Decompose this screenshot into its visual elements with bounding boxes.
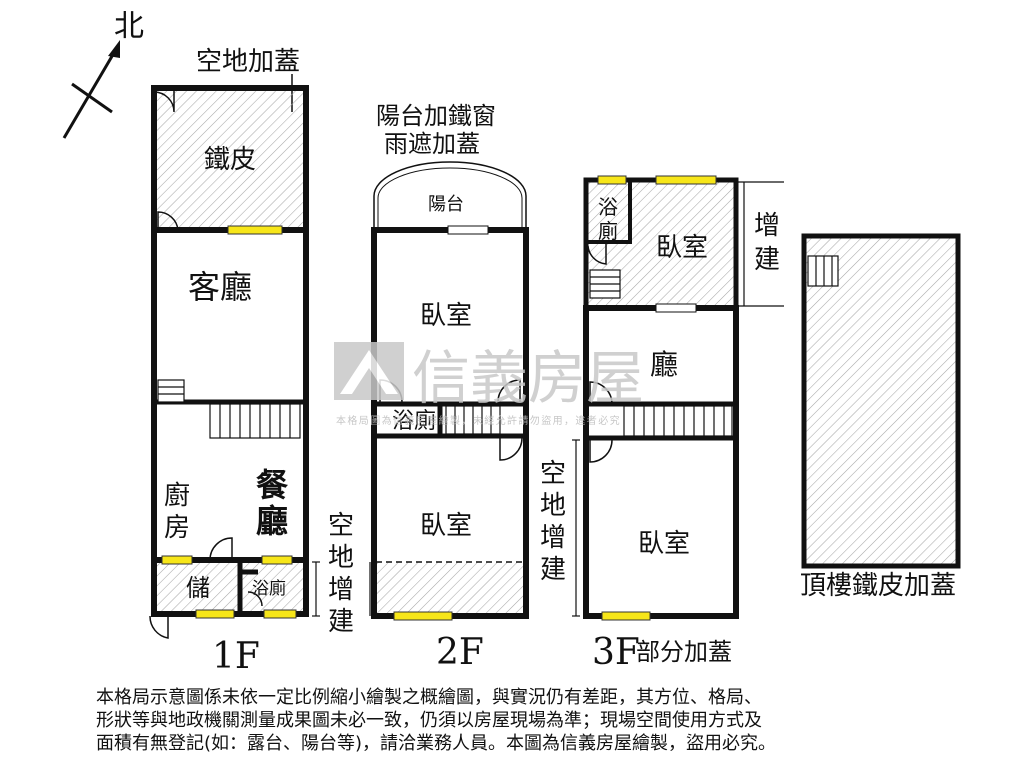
door	[149, 90, 263, 639]
window	[161, 225, 297, 619]
label-balcony-iron-window: 陽台加鐵窗	[376, 102, 496, 130]
north-arrow-head	[108, 40, 120, 58]
label-side-extension: 建	[540, 555, 566, 585]
floor-2f: 陽台加鐵窗 雨遮加蓋 陽台 臥室 浴廁 臥室 2F	[371, 102, 529, 673]
label-side-extension: 空	[328, 511, 354, 541]
room-label-kitchen: 房	[164, 513, 190, 543]
stairs	[807, 255, 839, 287]
label-side-extension: 增	[540, 523, 566, 553]
floor-label-2f: 2F	[436, 632, 484, 673]
room-label-living-room: 客廳	[188, 268, 252, 306]
room-label-bedroom: 臥室	[638, 529, 690, 559]
label-side-extension: 地	[328, 543, 354, 573]
brand-logo-icon	[334, 342, 404, 400]
floor-label-1f: 1F	[212, 636, 260, 677]
balcony-outline	[373, 161, 527, 230]
compass-north-label: 北	[114, 9, 144, 44]
north-arrow-line	[62, 45, 120, 139]
label-awning-addition: 雨遮加蓋	[384, 130, 480, 158]
balcony-inner	[377, 167, 523, 230]
compass-crossbar	[71, 82, 113, 114]
floor-label-3f-suffix: 部分加蓋	[636, 638, 732, 666]
disclaimer-line: 本格局示意圖係未依一定比例縮小繪製之概繪圖，與實況仍有差距，其方位、格局、	[96, 687, 762, 708]
room-label-bedroom: 臥室	[420, 511, 472, 541]
label-side-extension: 增	[328, 575, 354, 605]
stairs	[445, 405, 501, 435]
window	[393, 611, 453, 621]
roof-iron-sheet-area	[806, 238, 956, 564]
room-label-hall: 廳	[650, 348, 678, 381]
label-extension: 增	[754, 211, 780, 241]
room-label-iron-sheet: 鐵皮	[204, 145, 256, 175]
watermark-fine-print: 本格局圖為信義房屋繪製，未經允許請勿盜用，違者必究	[336, 414, 621, 427]
floor-label-3f: 3F	[592, 632, 640, 673]
room-label-dining: 餐	[256, 466, 289, 504]
stairs	[589, 269, 733, 437]
room-label-bath: 浴廁	[252, 578, 286, 599]
sliding-door	[447, 225, 489, 235]
floor-label-roof: 頂樓鐵皮加蓋	[800, 571, 956, 601]
watermark: 信義房屋 本格局圖為信義房屋繪製，未經允許請勿盜用，違者必究	[334, 342, 644, 427]
watermark-brand: 信義房屋	[412, 344, 644, 412]
dimension-line	[572, 181, 784, 617]
label-side-extension: 地	[540, 491, 566, 521]
floor-3f: 浴 廁 臥室 廳 臥室 增 建 空 地 增 建 3F 部分加蓋	[540, 175, 784, 673]
door	[587, 244, 613, 463]
sliding-door	[655, 303, 697, 313]
room-label-kitchen: 廚	[164, 481, 190, 511]
room-label-dining: 廳	[256, 502, 288, 540]
room-label-bath: 浴廁	[392, 409, 436, 434]
outer-wall-roof	[801, 233, 961, 569]
disclaimer-line: 面積有無登記(如：露台、陽台等)，請洽業務人員。本圖為信義房屋繪製，盜用必究。	[96, 733, 777, 754]
label-side-extension: 空	[540, 459, 566, 489]
room-label-balcony: 陽台	[428, 194, 464, 215]
storage-area	[156, 560, 304, 612]
window	[597, 175, 717, 621]
floor-1f: 空地加蓋	[149, 47, 371, 677]
room-label-bedroom: 臥室	[656, 233, 708, 263]
room-label-storage: 儲	[186, 574, 210, 602]
floor-roof: 頂樓鐵皮加蓋	[800, 233, 961, 601]
disclaimer-line: 形狀等與地政機關測量成果圖未必一致，仍須以房屋現場為準；現場空間使用方式及	[96, 710, 762, 731]
dimension-line	[312, 561, 371, 617]
room-label-bath: 廁	[598, 219, 618, 243]
extension-area	[376, 562, 524, 614]
room-label-bedroom: 臥室	[420, 301, 472, 331]
label-side-extension: 建	[328, 607, 354, 637]
disclaimer: 本格局示意圖係未依一定比例縮小繪製之概繪圖，與實況仍有差距，其方位、格局、 形狀…	[96, 686, 976, 755]
compass: 北	[62, 9, 144, 139]
stairs	[157, 379, 301, 439]
iron-sheet-area	[156, 90, 304, 230]
label-extension: 建	[754, 245, 780, 275]
room-label-bath: 浴	[598, 195, 618, 219]
label-open-land-addition: 空地加蓋	[196, 47, 300, 77]
